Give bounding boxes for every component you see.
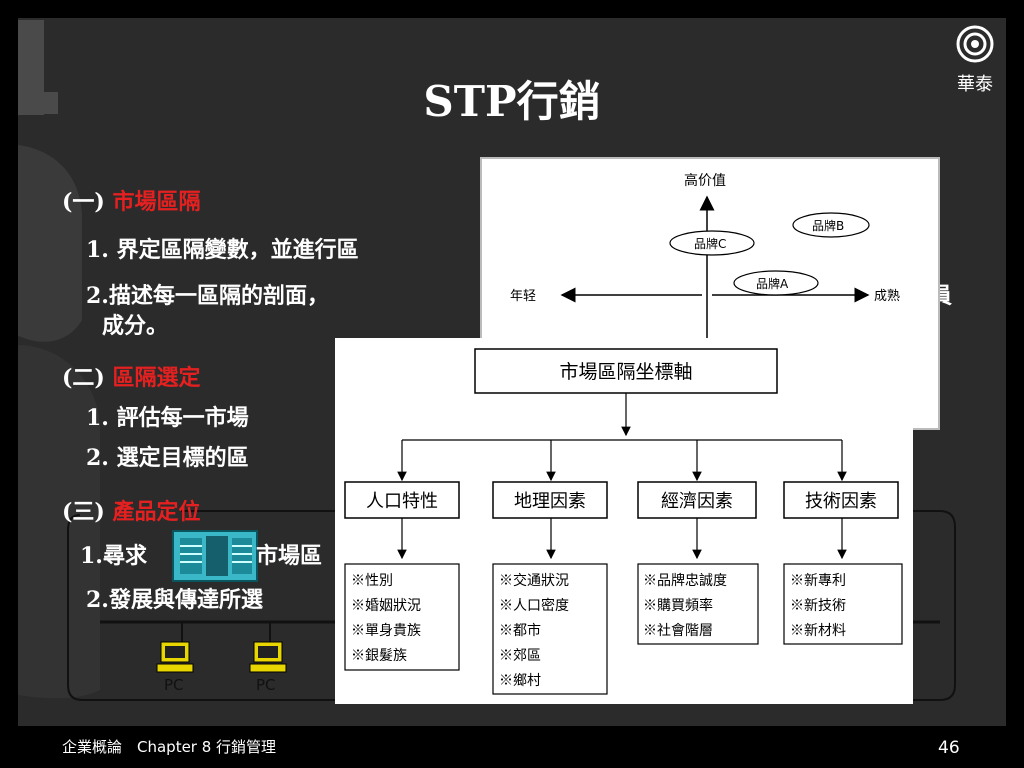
brand-label: 品牌C <box>694 237 726 251</box>
section-heading: (三) 產品定位 <box>62 494 201 526</box>
bullet-item: 2.描述每一區隔的剖面， <box>86 283 329 309</box>
tree-category-box <box>637 481 757 519</box>
tree-items-box <box>783 563 903 645</box>
section-number: (二) <box>62 365 105 391</box>
tree-items-box <box>637 563 759 645</box>
footer-course-info: 企業概論 Chapter 8 行銷管理 <box>62 738 277 756</box>
tree-item: ※社會階層 <box>643 623 713 639</box>
section-number: (三) <box>62 499 105 525</box>
tree-item: ※新材料 <box>790 623 846 639</box>
server-icon <box>172 530 258 582</box>
slide-title: STP行銷 <box>423 77 601 126</box>
tree-item: ※新技術 <box>790 598 846 614</box>
tree-item: ※購買頻率 <box>643 597 713 614</box>
pc-icon <box>156 641 194 673</box>
section-title: 產品定位 <box>112 499 201 525</box>
tree-item: ※品牌忠誠度 <box>643 572 727 589</box>
logo-text: 華泰 <box>957 74 993 95</box>
tree-category-box <box>344 481 460 519</box>
tree-item: ※鄉村 <box>499 673 541 689</box>
tree-category-box <box>783 481 899 519</box>
section-heading: (二) 區隔選定 <box>62 360 201 392</box>
section-number: (一) <box>62 189 105 215</box>
pc-label: PC <box>164 676 184 694</box>
tree-item: ※性別 <box>351 573 393 589</box>
brand-ellipse <box>733 270 819 296</box>
tree-item: ※人口密度 <box>499 597 569 614</box>
bullet-item: 2. 選定目標的區 <box>86 445 249 471</box>
tree-item: ※都市 <box>499 622 541 639</box>
tree-item: ※新專利 <box>790 573 846 589</box>
brand-label: 品牌A <box>756 277 789 291</box>
pc-label: PC <box>256 676 276 694</box>
segmentation-tree: 市場區隔坐標軸 人口特性 地理因素 經濟因素 技術因素 <box>335 338 913 704</box>
bullet-item: 市場區 <box>256 543 323 569</box>
pc-icon <box>249 641 287 673</box>
tree-items-box <box>492 563 608 695</box>
bullet-item: 1. 界定區隔變數，並進行區 <box>86 237 359 263</box>
axis-top-label: 高价值 <box>684 172 726 189</box>
tree-item: ※婚姻狀況 <box>351 598 421 614</box>
bullet-item: 2.發展與傳達所選 <box>86 587 263 613</box>
tree-item: ※交通狀況 <box>499 572 569 589</box>
bullet-item: 1.尋求 <box>80 543 147 569</box>
brand-label: 品牌B <box>812 219 844 233</box>
tree-category-box <box>492 481 608 519</box>
section-title: 市場區隔 <box>112 189 201 215</box>
segmentation-tree-graphic: 市場區隔坐標軸 人口特性 地理因素 經濟因素 技術因素 <box>344 348 903 695</box>
tree-category-label: 人口特性 <box>366 491 438 512</box>
logo-emblem-icon <box>956 25 994 63</box>
tree-item: ※銀髮族 <box>351 648 407 664</box>
section-title: 區隔選定 <box>112 365 201 391</box>
bullet-item: 成分。 <box>102 313 169 339</box>
positioning-map-graphic: 高价值 年轻 成熟 品牌C 品牌B 品牌A <box>510 172 900 428</box>
tree-root-box <box>474 348 778 394</box>
tree-items-box <box>344 563 460 671</box>
tree-item: ※郊區 <box>499 647 541 664</box>
bullet-item: 1. 評估每一市場 <box>86 405 249 431</box>
axis-right-label: 成熟 <box>874 288 900 304</box>
brand-ellipse <box>669 230 755 256</box>
tree-category-label: 地理因素 <box>514 491 586 512</box>
footer-page-number: 46 <box>938 738 960 758</box>
section-heading: (一) 市場區隔 <box>62 184 201 216</box>
tree-root-label: 市場區隔坐標軸 <box>559 361 692 383</box>
axis-left-label: 年轻 <box>510 289 536 304</box>
tree-item: ※單身貴族 <box>351 623 421 639</box>
tree-category-label: 經濟因素 <box>661 491 733 512</box>
left-decoration <box>18 20 100 699</box>
company-logo: 華泰 <box>942 24 1008 104</box>
brand-ellipse <box>792 212 870 238</box>
tree-category-label: 技術因素 <box>805 491 877 512</box>
